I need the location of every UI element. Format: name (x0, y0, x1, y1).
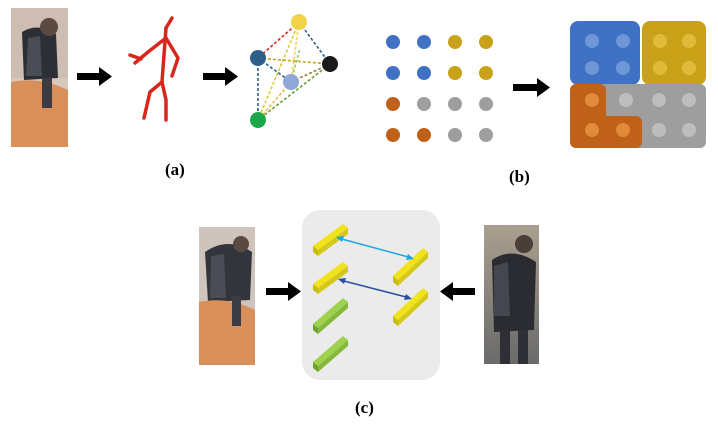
grid-dot (448, 97, 462, 111)
grid-dot (417, 128, 431, 142)
feature-bar-icon (313, 262, 348, 294)
grid-dot (417, 66, 431, 80)
region-blocks-icon (570, 21, 706, 148)
panel-a (11, 8, 338, 147)
right-arrow-icon (203, 67, 238, 86)
panel-b (386, 21, 706, 148)
feature-bar-icon (313, 298, 348, 334)
right-arrow-icon (513, 78, 550, 97)
caption-b: (b) (509, 167, 530, 186)
grid-dot (479, 97, 493, 111)
feature-panel (302, 210, 440, 380)
graph-icon (250, 14, 338, 128)
grid-dot (417, 35, 431, 49)
grid-dot (386, 97, 400, 111)
match-arrows (336, 236, 414, 300)
stick-figure-icon (128, 16, 180, 122)
grid-dot (448, 128, 462, 142)
panel-c (199, 210, 539, 380)
right-arrow-icon (266, 282, 301, 301)
feature-bar-icon (393, 288, 428, 326)
grid-dot (386, 128, 400, 142)
grid-dot (479, 128, 493, 142)
right-arrow-icon (77, 67, 112, 86)
grid-dot (386, 66, 400, 80)
person-photo-icon (11, 8, 68, 147)
feature-bar-icon (313, 224, 348, 256)
person-photo-icon (484, 225, 539, 364)
grid-dot (448, 35, 462, 49)
feature-bar-icon (393, 248, 428, 286)
left-arrow-icon (440, 282, 475, 301)
feature-bars (313, 224, 428, 372)
grid-dot (386, 35, 400, 49)
grid-dot (448, 66, 462, 80)
match-arrow-top (337, 237, 413, 259)
grid-dot (417, 97, 431, 111)
caption-c: (c) (355, 398, 374, 417)
caption-a: (a) (165, 160, 185, 179)
dot-grid-icon (386, 35, 493, 142)
feature-bar-icon (313, 336, 348, 372)
grid-dot (479, 35, 493, 49)
match-arrow-bottom (339, 279, 411, 299)
grid-dot (479, 66, 493, 80)
person-photo-icon (199, 227, 255, 365)
